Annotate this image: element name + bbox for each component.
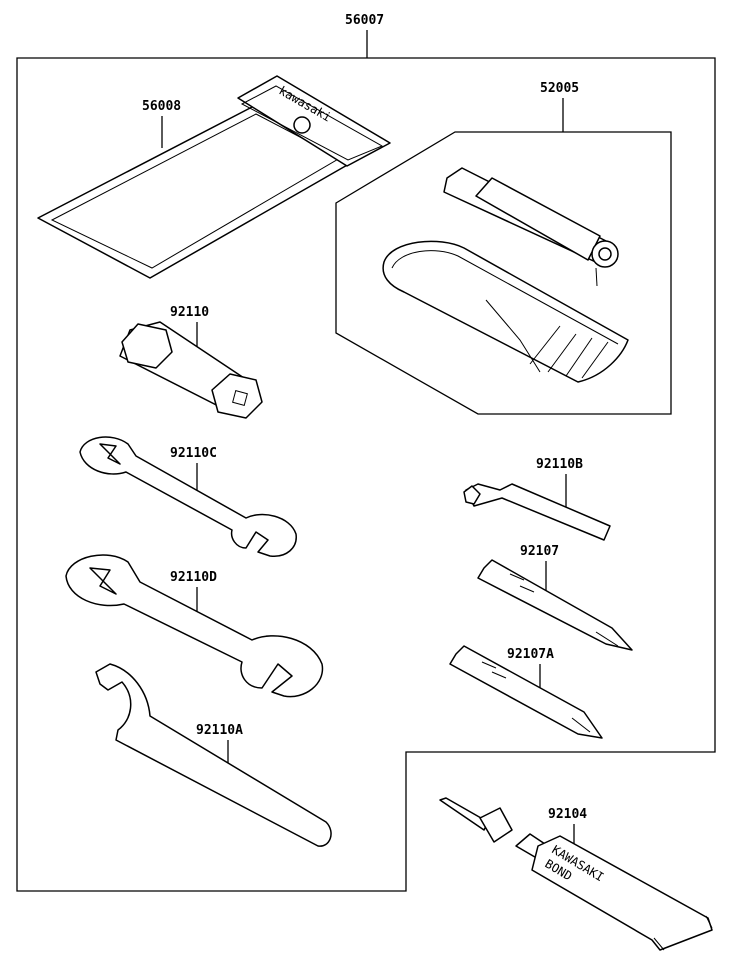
tool-bag-icon: kawasaki [37,75,391,279]
hook-spanner-icon [95,663,332,847]
label-92107: 92107 [520,544,559,559]
kit-outline [16,57,716,892]
plug-socket-wrench-icon [119,321,263,419]
label-92110B: 92110B [536,457,583,472]
open-end-wrench-icon [79,436,297,557]
label-92110: 92110 [170,305,209,320]
label-92104: 92104 [548,807,587,822]
pump-and-pouch-icon [382,167,629,383]
hex-key-icon [463,483,611,541]
label-92107A: 92107A [507,647,554,662]
label-92110D: 92110D [170,570,217,585]
label-56008: 56008 [142,99,181,114]
screwdriver-phillips-icon [477,559,633,651]
open-end-wrench-large-icon [65,554,324,698]
label-52005: 52005 [540,81,579,96]
label-92110A: 92110A [196,723,243,738]
pump-box-outline [335,131,672,415]
label-56007: 56007 [345,13,384,28]
screwdriver-flat-icon [449,645,603,739]
label-92110C: 92110C [170,446,217,461]
